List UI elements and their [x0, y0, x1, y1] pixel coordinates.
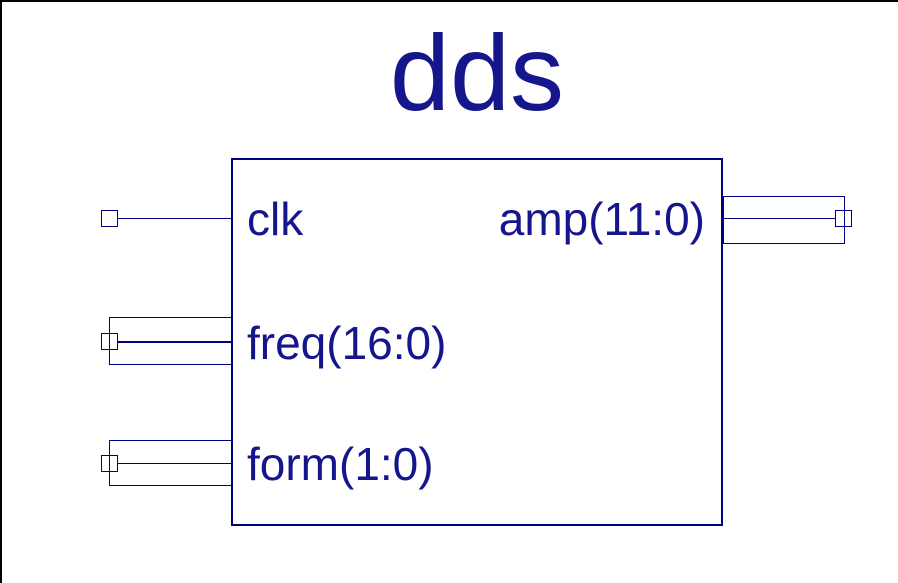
wire-form — [118, 462, 232, 464]
port-label-freq: freq(16:0) — [247, 317, 447, 369]
port-label-clk: clk — [247, 193, 304, 245]
port-label-form: form(1:0) — [247, 438, 434, 490]
pin-square-freq[interactable] — [101, 333, 118, 350]
port-label-amp: amp(11:0) — [498, 193, 705, 245]
bus-rect-amp — [723, 196, 845, 244]
module-box[interactable] — [231, 158, 723, 526]
wire-amp — [723, 217, 835, 219]
module-title: dds — [389, 12, 565, 133]
pin-square-clk[interactable] — [101, 210, 118, 227]
wire-clk — [118, 217, 231, 219]
pin-square-form[interactable] — [101, 455, 118, 472]
wire-freq — [118, 341, 232, 343]
pin-square-amp[interactable] — [835, 210, 852, 227]
